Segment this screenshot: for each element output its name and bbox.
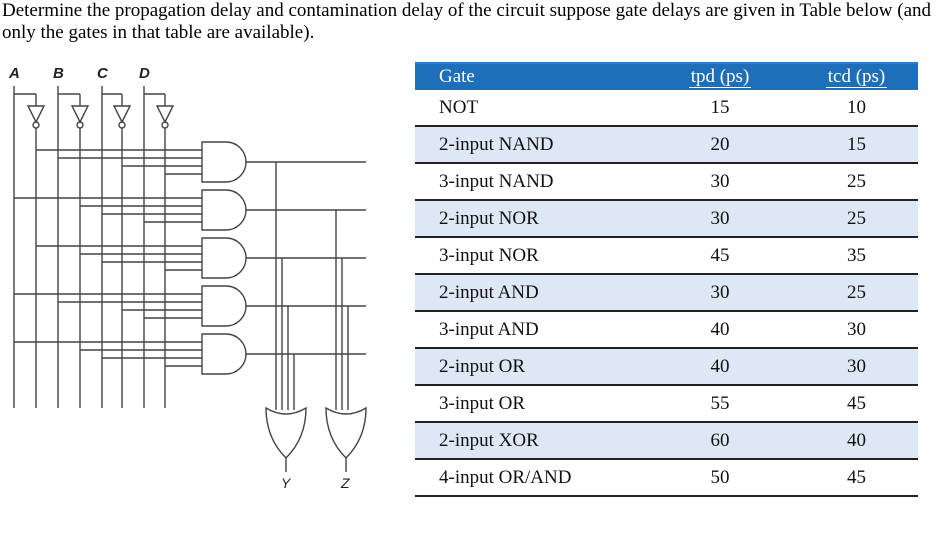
- tpd-cell: 20: [645, 126, 795, 164]
- gate-delay-table: Gate tpd (ps) tcd (ps) NOT 15 10 2-input…: [415, 62, 918, 497]
- circuit-diagram: A B C D: [8, 65, 367, 491]
- tcd-cell: 30: [795, 311, 918, 349]
- tcd-cell: 25: [795, 274, 918, 312]
- gate-cell: NOT: [415, 90, 645, 127]
- tcd-cell: 40: [795, 422, 918, 460]
- input-label-c: C: [97, 65, 109, 82]
- tpd-cell: 45: [645, 237, 795, 275]
- table-row: 2-input OR 40 30: [415, 348, 918, 386]
- table-row: 3-input NOR 45 35: [415, 237, 918, 275]
- gate-cell: 3-input NAND: [415, 163, 645, 201]
- table-header-row: Gate tpd (ps) tcd (ps): [415, 62, 918, 90]
- input-label-b: B: [53, 65, 64, 82]
- output-label-z: Z: [340, 475, 350, 491]
- tpd-cell: 15: [645, 90, 795, 127]
- table-row: 4-input OR/AND 50 45: [415, 459, 918, 497]
- gate-cell: 3-input OR: [415, 385, 645, 423]
- tcd-cell: 15: [795, 126, 918, 164]
- header-tpd-label: tpd (ps): [688, 66, 752, 88]
- table-row: NOT 15 10: [415, 90, 918, 127]
- tpd-cell: 50: [645, 459, 795, 497]
- input-label-d: D: [139, 65, 150, 82]
- header-tcd-label: tcd (ps): [825, 66, 888, 88]
- table-row: 2-input AND 30 25: [415, 274, 918, 312]
- tpd-cell: 55: [645, 385, 795, 423]
- gate-cell: 4-input OR/AND: [415, 459, 645, 497]
- table-row: 2-input NOR 30 25: [415, 200, 918, 238]
- table-row: 3-input NAND 30 25: [415, 163, 918, 201]
- tcd-cell: 45: [795, 385, 918, 423]
- table-row: 2-input XOR 60 40: [415, 422, 918, 460]
- tpd-cell: 30: [645, 274, 795, 312]
- gate-cell: 2-input AND: [415, 274, 645, 312]
- tcd-cell: 45: [795, 459, 918, 497]
- gate-cell: 3-input AND: [415, 311, 645, 349]
- tpd-cell: 30: [645, 163, 795, 201]
- tpd-cell: 40: [645, 311, 795, 349]
- gate-cell: 2-input NAND: [415, 126, 645, 164]
- header-tcd: tcd (ps): [795, 62, 918, 90]
- header-tpd: tpd (ps): [645, 62, 795, 90]
- tpd-cell: 60: [645, 422, 795, 460]
- tpd-cell: 30: [645, 200, 795, 238]
- table-row: 2-input NAND 20 15: [415, 126, 918, 164]
- table-row: 3-input OR 55 45: [415, 385, 918, 423]
- input-label-a: A: [8, 65, 20, 82]
- question-text: Determine the propagation delay and cont…: [2, 0, 931, 43]
- gate-cell: 3-input NOR: [415, 237, 645, 275]
- gate-cell: 2-input OR: [415, 348, 645, 386]
- tcd-cell: 25: [795, 200, 918, 238]
- tcd-cell: 25: [795, 163, 918, 201]
- gate-cell: 2-input XOR: [415, 422, 645, 460]
- tcd-cell: 30: [795, 348, 918, 386]
- tcd-cell: 10: [795, 90, 918, 127]
- tpd-cell: 40: [645, 348, 795, 386]
- tcd-cell: 35: [795, 237, 918, 275]
- output-label-y: Y: [281, 475, 292, 491]
- gate-cell: 2-input NOR: [415, 200, 645, 238]
- header-gate: Gate: [415, 62, 645, 90]
- table-row: 3-input AND 40 30: [415, 311, 918, 349]
